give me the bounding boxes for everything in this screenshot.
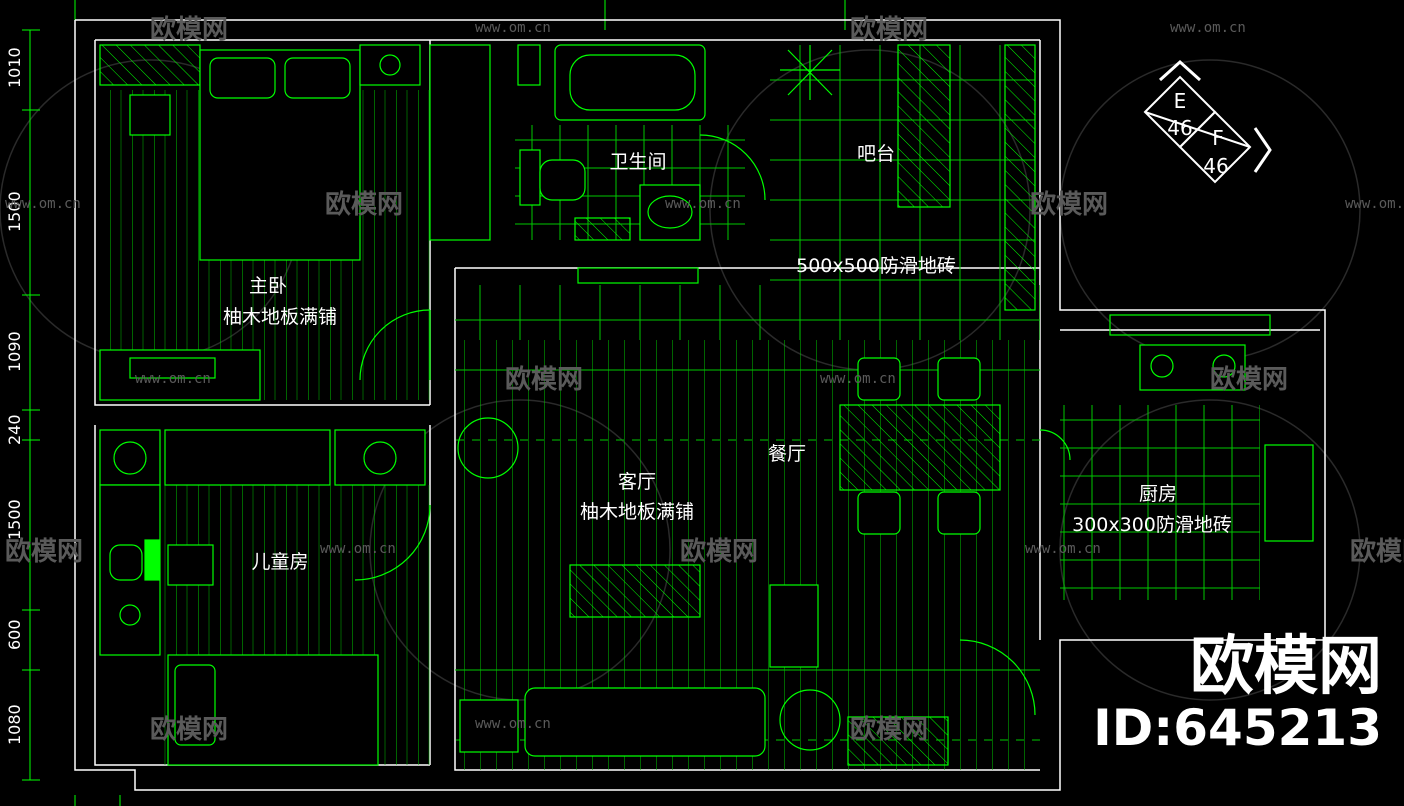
watermark-url: www.om.cn — [1345, 196, 1404, 212]
watermark-brand: 欧模网 — [150, 14, 228, 45]
room-floor-bar: 500x500防滑地砖 — [796, 255, 956, 277]
room-floor-living: 柚木地板满铺 — [580, 501, 694, 523]
plant-icon-bar — [780, 45, 840, 100]
dim-label-3: 1090 — [5, 331, 24, 372]
dining-table — [839, 357, 1001, 535]
watermark-url: www.om.cn — [1170, 20, 1246, 36]
brand-id: ID:645213 — [1093, 699, 1382, 757]
watermark-url: www.om.cn — [135, 371, 211, 387]
kids-room-furniture — [99, 429, 426, 766]
master-bedroom-furniture — [99, 44, 491, 401]
watermark-url: www.om.cn — [475, 20, 551, 36]
dimension-chain — [22, 29, 40, 781]
doors — [354, 134, 1071, 716]
watermark-brand: 欧模网 — [1210, 364, 1288, 395]
watermark-url: www.om.cn — [5, 196, 81, 212]
dim-label-6: 600 — [5, 619, 24, 650]
dim-label-1: 1010 — [5, 47, 24, 88]
watermark-brand: 欧模网 — [505, 364, 583, 395]
section-marker — [1143, 59, 1272, 184]
room-label-dining: 餐厅 — [768, 443, 806, 465]
watermark-brand: 欧模网 — [1030, 189, 1108, 220]
bathroom-fixtures — [517, 44, 706, 284]
room-label-master-bedroom: 主卧 — [249, 275, 287, 297]
marker-e-value: 46 — [1167, 116, 1192, 140]
living-room-furniture — [457, 417, 949, 766]
watermark-url: www.om.cn — [475, 716, 551, 732]
watermark-url: www.om.cn — [665, 196, 741, 212]
dim-label-2: 1500 — [5, 191, 24, 232]
marker-f-value: 46 — [1203, 154, 1228, 178]
room-floor-kitchen: 300x300防滑地砖 — [1072, 514, 1232, 536]
marker-e-label: E — [1174, 89, 1187, 113]
brand-name: 欧模网 — [1190, 630, 1382, 704]
watermark-brand: 欧模网 — [325, 189, 403, 220]
watermark-url: www.om.cn — [1025, 541, 1101, 557]
marker-f-label: F — [1212, 126, 1224, 150]
kitchen-floor-tiles — [1060, 405, 1260, 600]
dim-label-4: 240 — [5, 414, 24, 445]
watermark-brand: 欧模网 — [850, 714, 928, 745]
room-label-living: 客厅 — [618, 471, 656, 493]
watermarks: 欧模网 www.om.cn 欧模网 www.om.cn www.om.cn 欧模… — [5, 14, 1404, 745]
dim-label-7: 1080 — [5, 704, 24, 745]
room-floor-master-bedroom: 柚木地板满铺 — [223, 306, 337, 328]
watermark-brand: 欧模网 — [850, 14, 928, 45]
room-label-kids: 儿童房 — [251, 551, 308, 573]
watermark-brand: 欧模网 — [150, 714, 228, 745]
watermark-brand: 欧模网 — [1350, 536, 1404, 567]
room-label-bathroom: 卫生间 — [609, 151, 666, 173]
watermark-brand: 欧模网 — [680, 536, 758, 567]
bar-furniture — [780, 44, 1036, 311]
axis-lines — [74, 0, 846, 806]
room-label-bar: 吧台 — [857, 143, 895, 165]
watermark-url: www.om.cn — [320, 541, 396, 557]
watermark-url: www.om.cn — [820, 371, 896, 387]
corridor-tiles — [455, 285, 1040, 340]
room-label-kitchen: 厨房 — [1139, 483, 1177, 505]
kitchen-furniture — [1109, 314, 1314, 542]
dim-label-5: 1500 — [5, 499, 24, 540]
watermark-brand: 欧模网 — [5, 536, 83, 567]
